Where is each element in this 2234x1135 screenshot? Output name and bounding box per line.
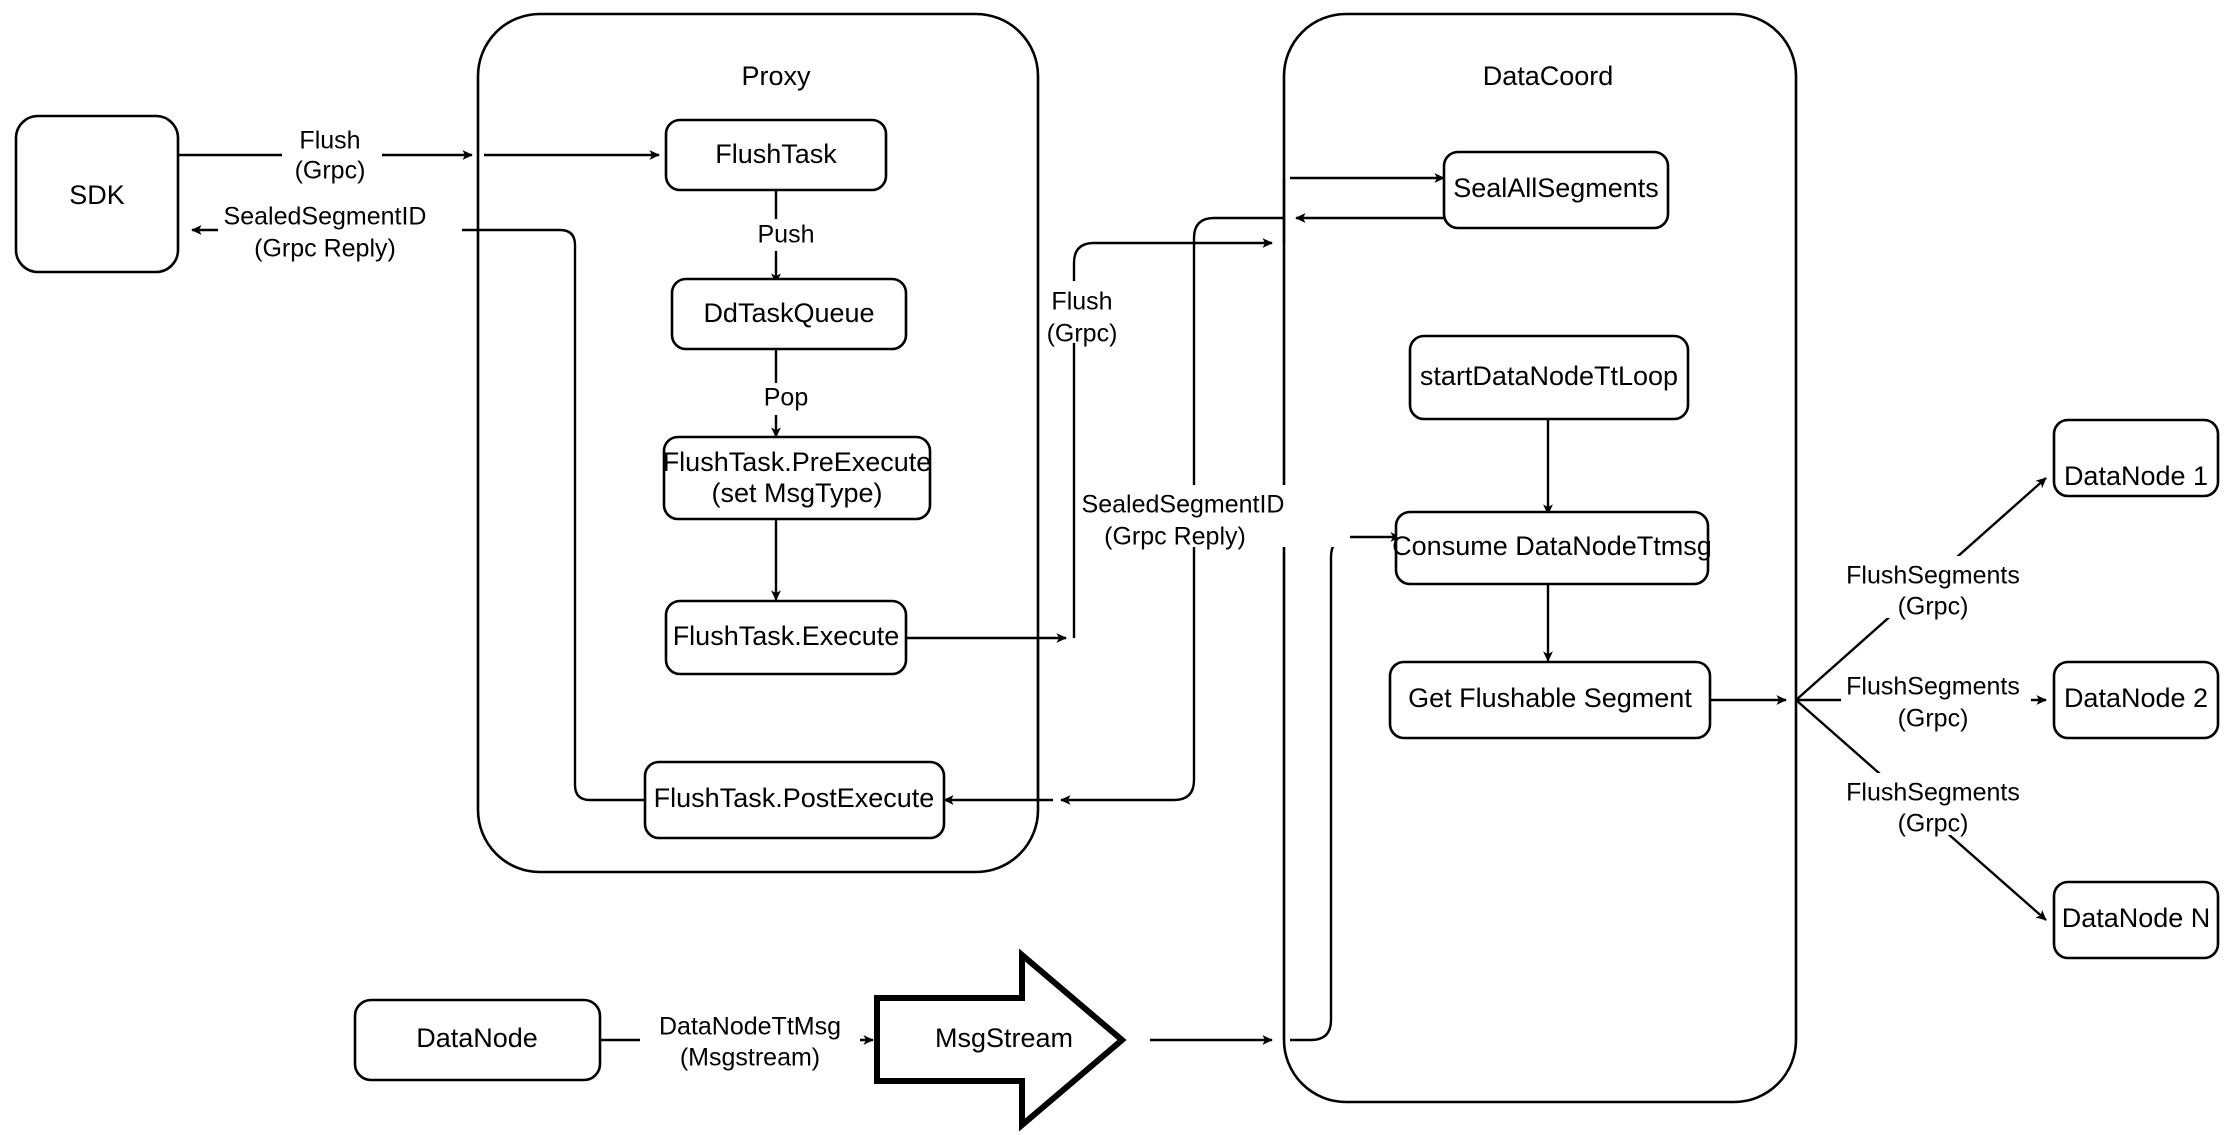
sealed-mid-label-line1: SealedSegmentID — [1082, 491, 1285, 519]
flush-segments-n-label-line2: (Grpc) — [1898, 810, 1969, 838]
datanode-1-label: DataNode 1 — [2064, 461, 2208, 491]
node-start-datanode-tt-loop[interactable]: startDataNodeTtLoop — [1408, 334, 1690, 421]
start-datanode-tt-loop-label: startDataNodeTtLoop — [1420, 361, 1678, 391]
datacoord-container-title: DataCoord — [1483, 61, 1614, 91]
datanode-ttmsg-label-line1: DataNodeTtMsg — [659, 1013, 841, 1041]
pop-label: Pop — [764, 384, 808, 412]
flush-task-preexecute-box[interactable] — [662, 435, 932, 521]
push-label-bg — [742, 219, 812, 251]
proxy-container-title: Proxy — [741, 61, 811, 91]
flush-segments-1-label-bg — [1841, 556, 2031, 618]
edge-label-sealedsegmentid-mid: SealedSegmentID (Grpc Reply) — [1082, 485, 1350, 551]
edge-flush-grpc-channel-up — [1072, 238, 1273, 638]
node-flush-task[interactable]: FlushTask — [664, 118, 888, 192]
sealedsegmentid-label-line1: SealedSegmentID — [224, 203, 427, 231]
node-flush-task-preexecute[interactable]: FlushTask.PreExecute (set MsgType) — [662, 435, 932, 521]
node-dd-task-queue[interactable]: DdTaskQueue — [670, 277, 908, 351]
edge-label-flush-segments-1: FlushSegments (Grpc) — [1841, 556, 2031, 621]
proxy-container-outline — [476, 12, 1040, 874]
flush-grpc-label-line2: (Grpc) — [295, 157, 366, 185]
sealedsegmentid-label-line2: (Grpc Reply) — [254, 235, 396, 263]
node-flush-task-postexecute[interactable]: FlushTask.PostExecute — [643, 760, 946, 840]
node-flush-task-execute[interactable]: FlushTask.Execute — [664, 599, 908, 676]
node-get-flushable-segment[interactable]: Get Flushable Segment — [1388, 660, 1712, 740]
edge-label-flush-segments-n: FlushSegments (Grpc) — [1841, 773, 2031, 838]
datanode-1-box[interactable] — [2052, 418, 2220, 498]
flush-task-preexecute-label-line1: FlushTask.PreExecute — [663, 447, 932, 477]
start-datanode-tt-loop-box[interactable] — [1408, 334, 1690, 421]
flush-segments-1-label-line1: FlushSegments — [1846, 562, 2020, 590]
edge-label-sealedsegmentid-sdk: SealedSegmentID (Grpc Reply) — [218, 200, 462, 263]
node-datanode-n[interactable]: DataNode N — [2052, 880, 2220, 960]
dd-task-queue-box[interactable] — [670, 277, 908, 351]
pop-label-bg — [748, 383, 810, 415]
datanode-source-label: DataNode — [416, 1023, 538, 1053]
flush-segments-2-label-line2: (Grpc) — [1898, 705, 1969, 733]
node-consume-datanode-ttmsg[interactable]: Consume DataNodeTtmsg — [1392, 510, 1712, 586]
flush-grpc-label-bg — [282, 124, 382, 186]
consume-datanode-ttmsg-label: Consume DataNodeTtmsg — [1392, 531, 1712, 561]
edge-postexecute-to-sdk-sealedsegmentid — [191, 225, 645, 802]
node-seal-all-segments[interactable]: SealAllSegments — [1442, 150, 1670, 230]
datanode-n-box[interactable] — [2052, 880, 2220, 960]
datacoord-container-outline — [1282, 12, 1798, 1104]
flush-mid-label-line2: (Grpc) — [1047, 320, 1118, 348]
flush-task-box[interactable] — [664, 118, 888, 192]
datanode-source-box[interactable] — [353, 998, 602, 1082]
seal-all-segments-label: SealAllSegments — [1453, 173, 1659, 203]
datanode-2-label: DataNode 2 — [2064, 683, 2208, 713]
flush-task-execute-label: FlushTask.Execute — [673, 621, 900, 651]
edge-label-datanode-ttmsg: DataNodeTtMsg (Msgstream) — [640, 1010, 860, 1072]
flush-task-postexecute-label: FlushTask.PostExecute — [654, 783, 935, 813]
edge-label-flush-grpc-mid: Flush (Grpc) — [1040, 281, 1150, 348]
sdk-label: SDK — [69, 180, 125, 210]
flush-segments-2-label-bg — [1841, 667, 2031, 729]
dd-task-queue-label: DdTaskQueue — [703, 298, 874, 328]
flush-segments-n-label-line1: FlushSegments — [1846, 779, 2020, 807]
node-datanode-source[interactable]: DataNode — [353, 998, 602, 1082]
consume-datanode-ttmsg-box[interactable] — [1394, 510, 1710, 586]
flush-mid-label-line1: Flush — [1051, 288, 1112, 316]
datanode-ttmsg-label-bg — [640, 1010, 860, 1072]
node-datanode-1[interactable]: DataNode 1 — [2052, 418, 2220, 498]
seal-all-segments-box[interactable] — [1442, 150, 1670, 230]
node-sdk[interactable]: SDK — [14, 114, 180, 274]
flush-task-preexecute-label-line2: (set MsgType) — [711, 478, 882, 508]
sealed-mid-label-line2: (Grpc Reply) — [1104, 523, 1246, 551]
edge-datacoord-boundary-to-consume — [1290, 532, 1401, 1042]
msgstream-arrow-shape[interactable] — [874, 948, 1127, 1132]
sealed-mid-label-bg — [1086, 485, 1350, 547]
sdk-box[interactable] — [14, 114, 180, 274]
push-label: Push — [758, 221, 815, 249]
msgstream-label: MsgStream — [935, 1023, 1073, 1053]
datanode-n-label: DataNode N — [2062, 903, 2211, 933]
edge-label-push: Push — [742, 219, 814, 251]
container-datacoord: DataCoord — [1282, 12, 1798, 1104]
datanode-2-box[interactable] — [2052, 660, 2220, 740]
datanode-ttmsg-label-line2: (Msgstream) — [680, 1044, 820, 1072]
sealedsegmentid-label-bg — [218, 200, 462, 262]
node-msgstream[interactable]: MsgStream — [874, 948, 1127, 1132]
container-proxy: Proxy — [476, 12, 1040, 874]
flush-segments-2-label-line1: FlushSegments — [1846, 673, 2020, 701]
flush-segments-1-label-line2: (Grpc) — [1898, 593, 1969, 621]
get-flushable-segment-box[interactable] — [1388, 660, 1712, 740]
edge-label-pop: Pop — [748, 383, 810, 415]
flush-grpc-label-line1: Flush — [299, 127, 360, 155]
node-datanode-2[interactable]: DataNode 2 — [2052, 660, 2220, 740]
get-flushable-segment-label: Get Flushable Segment — [1408, 683, 1692, 713]
flush-task-label: FlushTask — [715, 139, 837, 169]
flush-segments-n-label-bg — [1841, 773, 2031, 835]
flush-task-execute-box[interactable] — [664, 599, 908, 676]
edge-label-flush-segments-2: FlushSegments (Grpc) — [1841, 667, 2031, 733]
flush-mid-label-bg — [1040, 281, 1150, 343]
flush-task-postexecute-box[interactable] — [643, 760, 946, 840]
edge-label-flush-grpc-sdk: Flush (Grpc) — [282, 124, 382, 186]
